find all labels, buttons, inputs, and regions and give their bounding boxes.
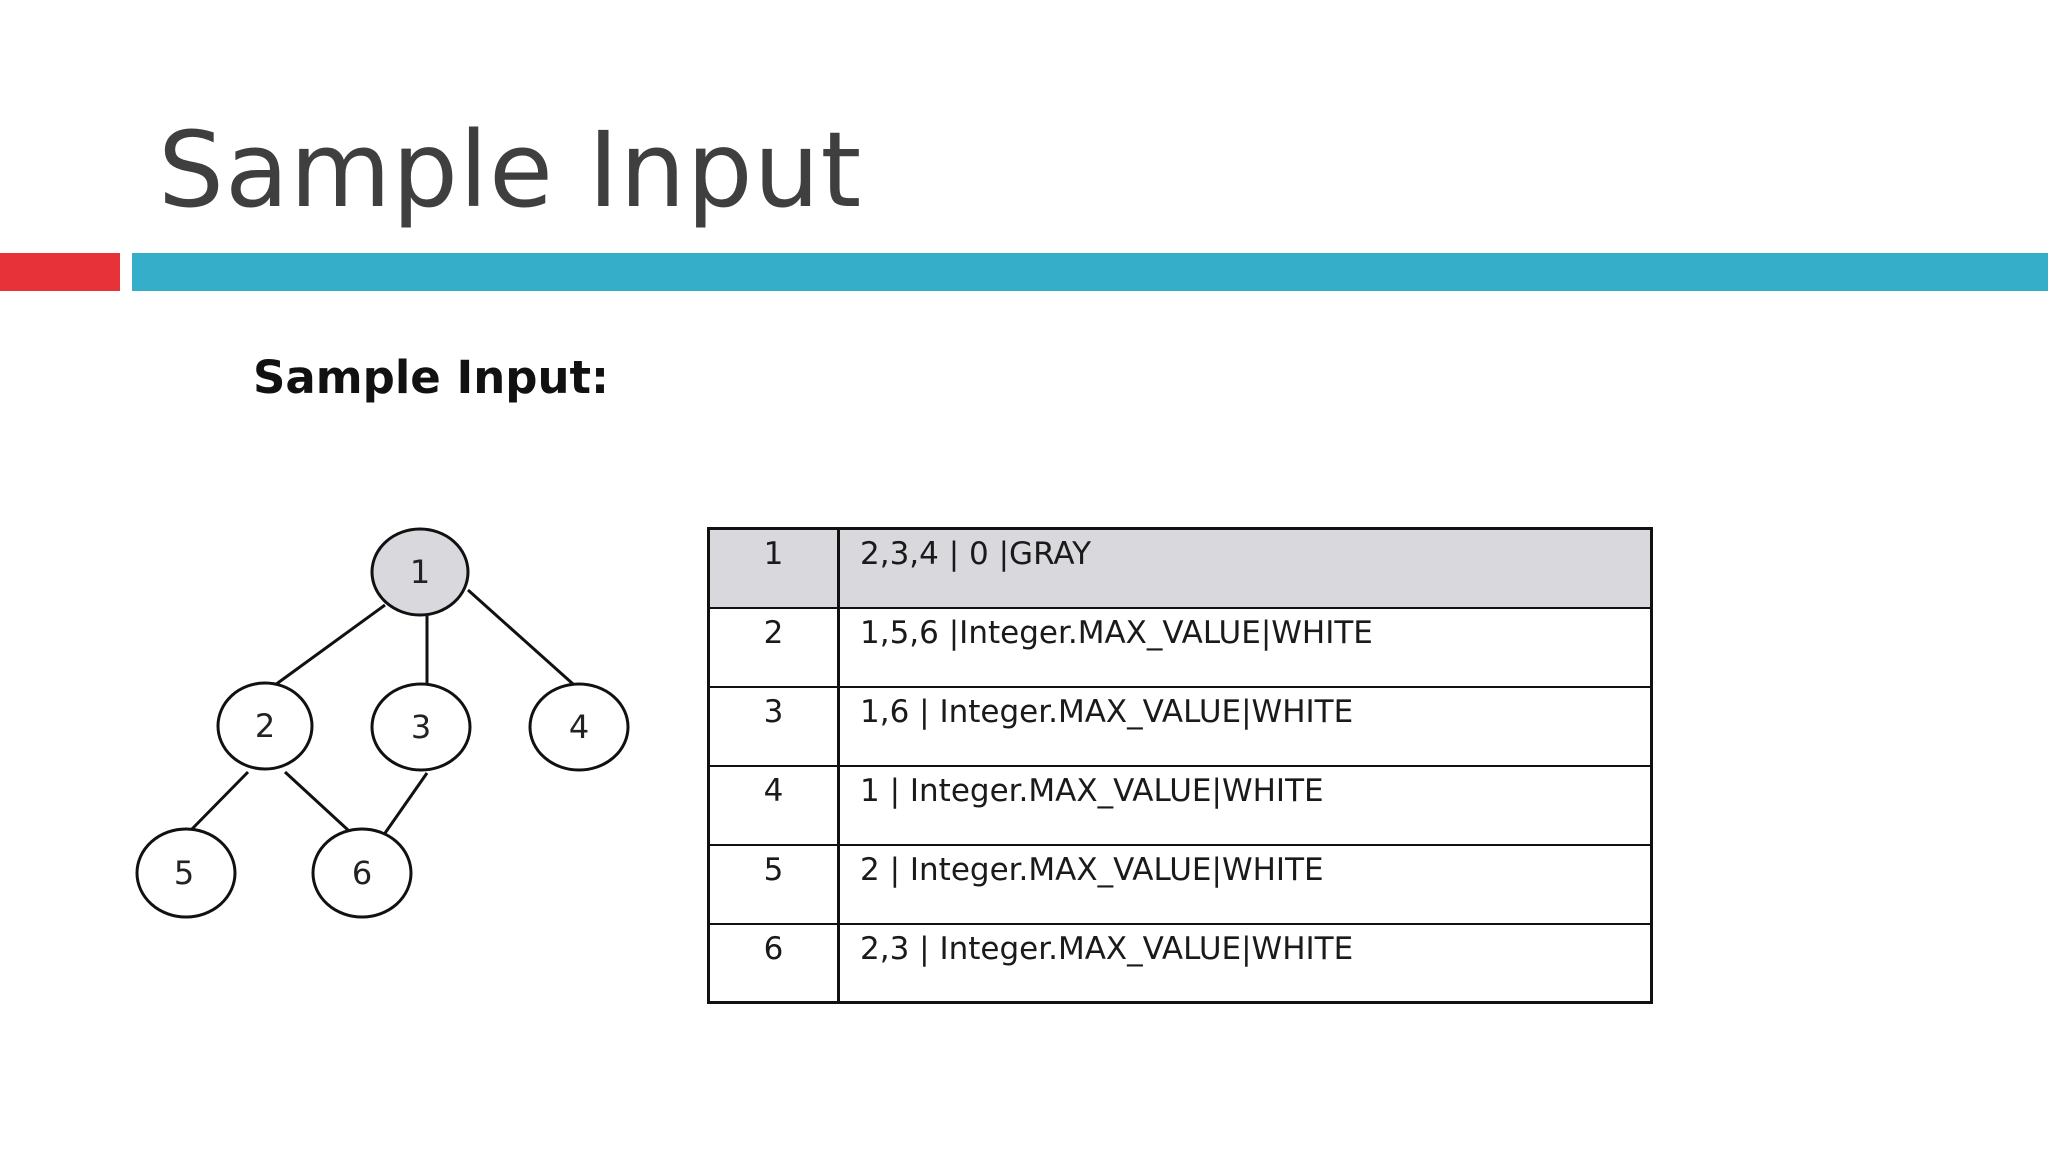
table-row: 3 1,6 | Integer.MAX_VALUE|WHITE bbox=[707, 685, 1653, 767]
graph-node-4-label: 4 bbox=[569, 708, 589, 746]
graph-node-1-label: 1 bbox=[410, 553, 430, 591]
graph-node-5-label: 5 bbox=[174, 854, 194, 892]
graph-node-4: 4 bbox=[528, 682, 630, 772]
table-row: 4 1 | Integer.MAX_VALUE|WHITE bbox=[707, 764, 1653, 846]
table-row: 5 2 | Integer.MAX_VALUE|WHITE bbox=[707, 843, 1653, 925]
graph-node-3: 3 bbox=[370, 682, 472, 772]
edge-1-2 bbox=[274, 603, 386, 687]
graph-node-5: 5 bbox=[135, 827, 237, 919]
node-id-cell: 3 bbox=[707, 685, 840, 767]
graph-diagram: 1 2 3 4 5 6 bbox=[130, 520, 660, 930]
graph-node-6-label: 6 bbox=[352, 854, 372, 892]
graph-node-6: 6 bbox=[311, 827, 413, 919]
node-id-cell: 1 bbox=[707, 527, 840, 609]
title-accent-bar-red bbox=[0, 253, 120, 291]
table-row: 6 2,3 | Integer.MAX_VALUE|WHITE bbox=[707, 922, 1653, 1004]
node-value-cell: 1,6 | Integer.MAX_VALUE|WHITE bbox=[837, 685, 1653, 767]
graph-node-2: 2 bbox=[216, 681, 314, 771]
node-id-cell: 5 bbox=[707, 843, 840, 925]
graph-node-2-label: 2 bbox=[255, 707, 275, 745]
edge-2-5 bbox=[190, 770, 250, 831]
edge-2-6 bbox=[283, 770, 350, 832]
node-value-cell: 1,5,6 |Integer.MAX_VALUE|WHITE bbox=[837, 606, 1653, 688]
sample-input-heading: Sample Input: bbox=[253, 351, 610, 404]
node-id-cell: 6 bbox=[707, 922, 840, 1004]
node-id-cell: 2 bbox=[707, 606, 840, 688]
title-accent-bar-blue bbox=[132, 253, 2048, 291]
slide-title: Sample Input bbox=[158, 109, 863, 231]
node-value-cell: 2,3,4 | 0 |GRAY bbox=[837, 527, 1653, 609]
node-value-cell: 2 | Integer.MAX_VALUE|WHITE bbox=[837, 843, 1653, 925]
table-row: 2 1,5,6 |Integer.MAX_VALUE|WHITE bbox=[707, 606, 1653, 688]
node-value-cell: 1 | Integer.MAX_VALUE|WHITE bbox=[837, 764, 1653, 846]
edge-3-6 bbox=[381, 772, 429, 837]
adjacency-table: 1 2,3,4 | 0 |GRAY 2 1,5,6 |Integer.MAX_V… bbox=[707, 527, 1653, 1004]
graph-svg: 1 2 3 4 5 6 bbox=[135, 527, 630, 919]
table-row: 1 2,3,4 | 0 |GRAY bbox=[707, 527, 1653, 609]
edge-1-4 bbox=[466, 588, 575, 686]
graph-node-3-label: 3 bbox=[411, 708, 431, 746]
node-id-cell: 4 bbox=[707, 764, 840, 846]
graph-node-1: 1 bbox=[370, 527, 470, 617]
node-value-cell: 2,3 | Integer.MAX_VALUE|WHITE bbox=[837, 922, 1653, 1004]
